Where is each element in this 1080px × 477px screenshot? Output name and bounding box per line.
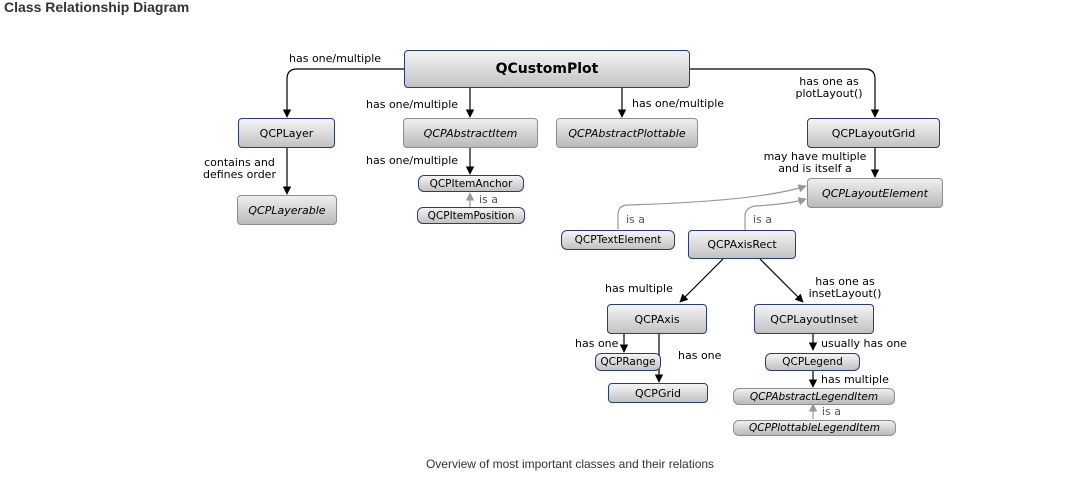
node-qcustomplot: QCustomPlot	[404, 50, 690, 88]
label-has-one-range: has one	[575, 337, 619, 350]
node-qcplayoutgrid: QCPLayoutGrid	[807, 118, 940, 148]
node-qcpaxisrect: QCPAxisRect	[688, 230, 796, 259]
label-has-one-as-inset-line1: has one as	[815, 275, 875, 288]
label-may-have-multiple-line2: and is itself a	[778, 162, 852, 175]
label-is-a-text: is a	[626, 213, 646, 226]
node-qcpabstractitem: QCPAbstractItem	[403, 118, 538, 148]
node-qcpplottablelegenditem: QCPPlottableLegendItem	[733, 420, 896, 436]
edge-axisrect-axis	[679, 258, 724, 303]
diagram-caption: Overview of most important classes and t…	[425, 457, 715, 471]
node-qcpaxis: QCPAxis	[607, 304, 707, 334]
label-has-one-grid: has one	[678, 349, 722, 362]
edge-textelement-layoutelement	[617, 184, 807, 229]
label-has-one-as-inset: has one as insetLayout()	[805, 276, 885, 300]
label-contains-line1: contains and	[204, 156, 275, 169]
node-qcpitemposition: QCPItemPosition	[417, 207, 525, 224]
label-is-a-position: is a	[479, 193, 499, 206]
label-has-multiple-legend: has multiple	[821, 373, 889, 386]
node-qcpabstractlegenditem: QCPAbstractLegendItem	[733, 388, 895, 405]
node-qcprange: QCPRange	[595, 353, 661, 371]
page-title: Class Relationship Diagram	[4, 0, 190, 15]
label-has-one-multiple-anchor: has one/multiple	[366, 154, 459, 167]
label-is-a-axisrect: is a	[753, 213, 773, 226]
label-has-one-as-plotlayout-line2: plotLayout()	[795, 87, 863, 100]
label-may-have-multiple: may have multiple and is itself a	[759, 151, 871, 175]
node-qcptextelement: QCPTextElement	[561, 230, 675, 250]
label-has-one-as-plotlayout: has one as plotLayout()	[789, 76, 869, 100]
label-has-one-multiple-plottable: has one/multiple	[632, 97, 725, 110]
label-usually-has-one: usually has one	[821, 337, 907, 350]
edge-axisrect-layoutelement	[744, 197, 807, 230]
node-qcplayer: QCPLayer	[238, 118, 335, 148]
label-has-one-multiple-layer: has one/multiple	[289, 52, 382, 65]
node-qcpabstractplottable: QCPAbstractPlottable	[556, 118, 698, 148]
label-is-a-legenditem: is a	[822, 405, 842, 418]
node-qcplayoutinset: QCPLayoutInset	[754, 304, 874, 334]
label-has-one-as-plotlayout-line1: has one as	[799, 75, 859, 88]
label-contains-line2: defines order	[203, 168, 276, 181]
label-has-multiple-axis: has multiple	[605, 282, 673, 295]
edge-customplot-layoutgrid	[690, 68, 880, 118]
edge-axisrect-inset	[759, 258, 804, 303]
edge-customplot-layer	[282, 68, 404, 118]
node-qcpgrid: QCPGrid	[608, 383, 708, 403]
node-qcplayoutelement: QCPLayoutElement	[807, 178, 943, 208]
node-qcplegend: QCPLegend	[765, 353, 860, 371]
label-has-one-as-inset-line2: insetLayout()	[808, 287, 882, 300]
label-may-have-multiple-line1: may have multiple	[763, 150, 867, 163]
label-has-one-multiple-item: has one/multiple	[366, 98, 459, 111]
label-contains-defines-order: contains and defines order	[197, 157, 282, 181]
node-qcplayerable: QCPLayerable	[237, 195, 337, 225]
node-qcpitemanchor: QCPItemAnchor	[418, 175, 524, 192]
